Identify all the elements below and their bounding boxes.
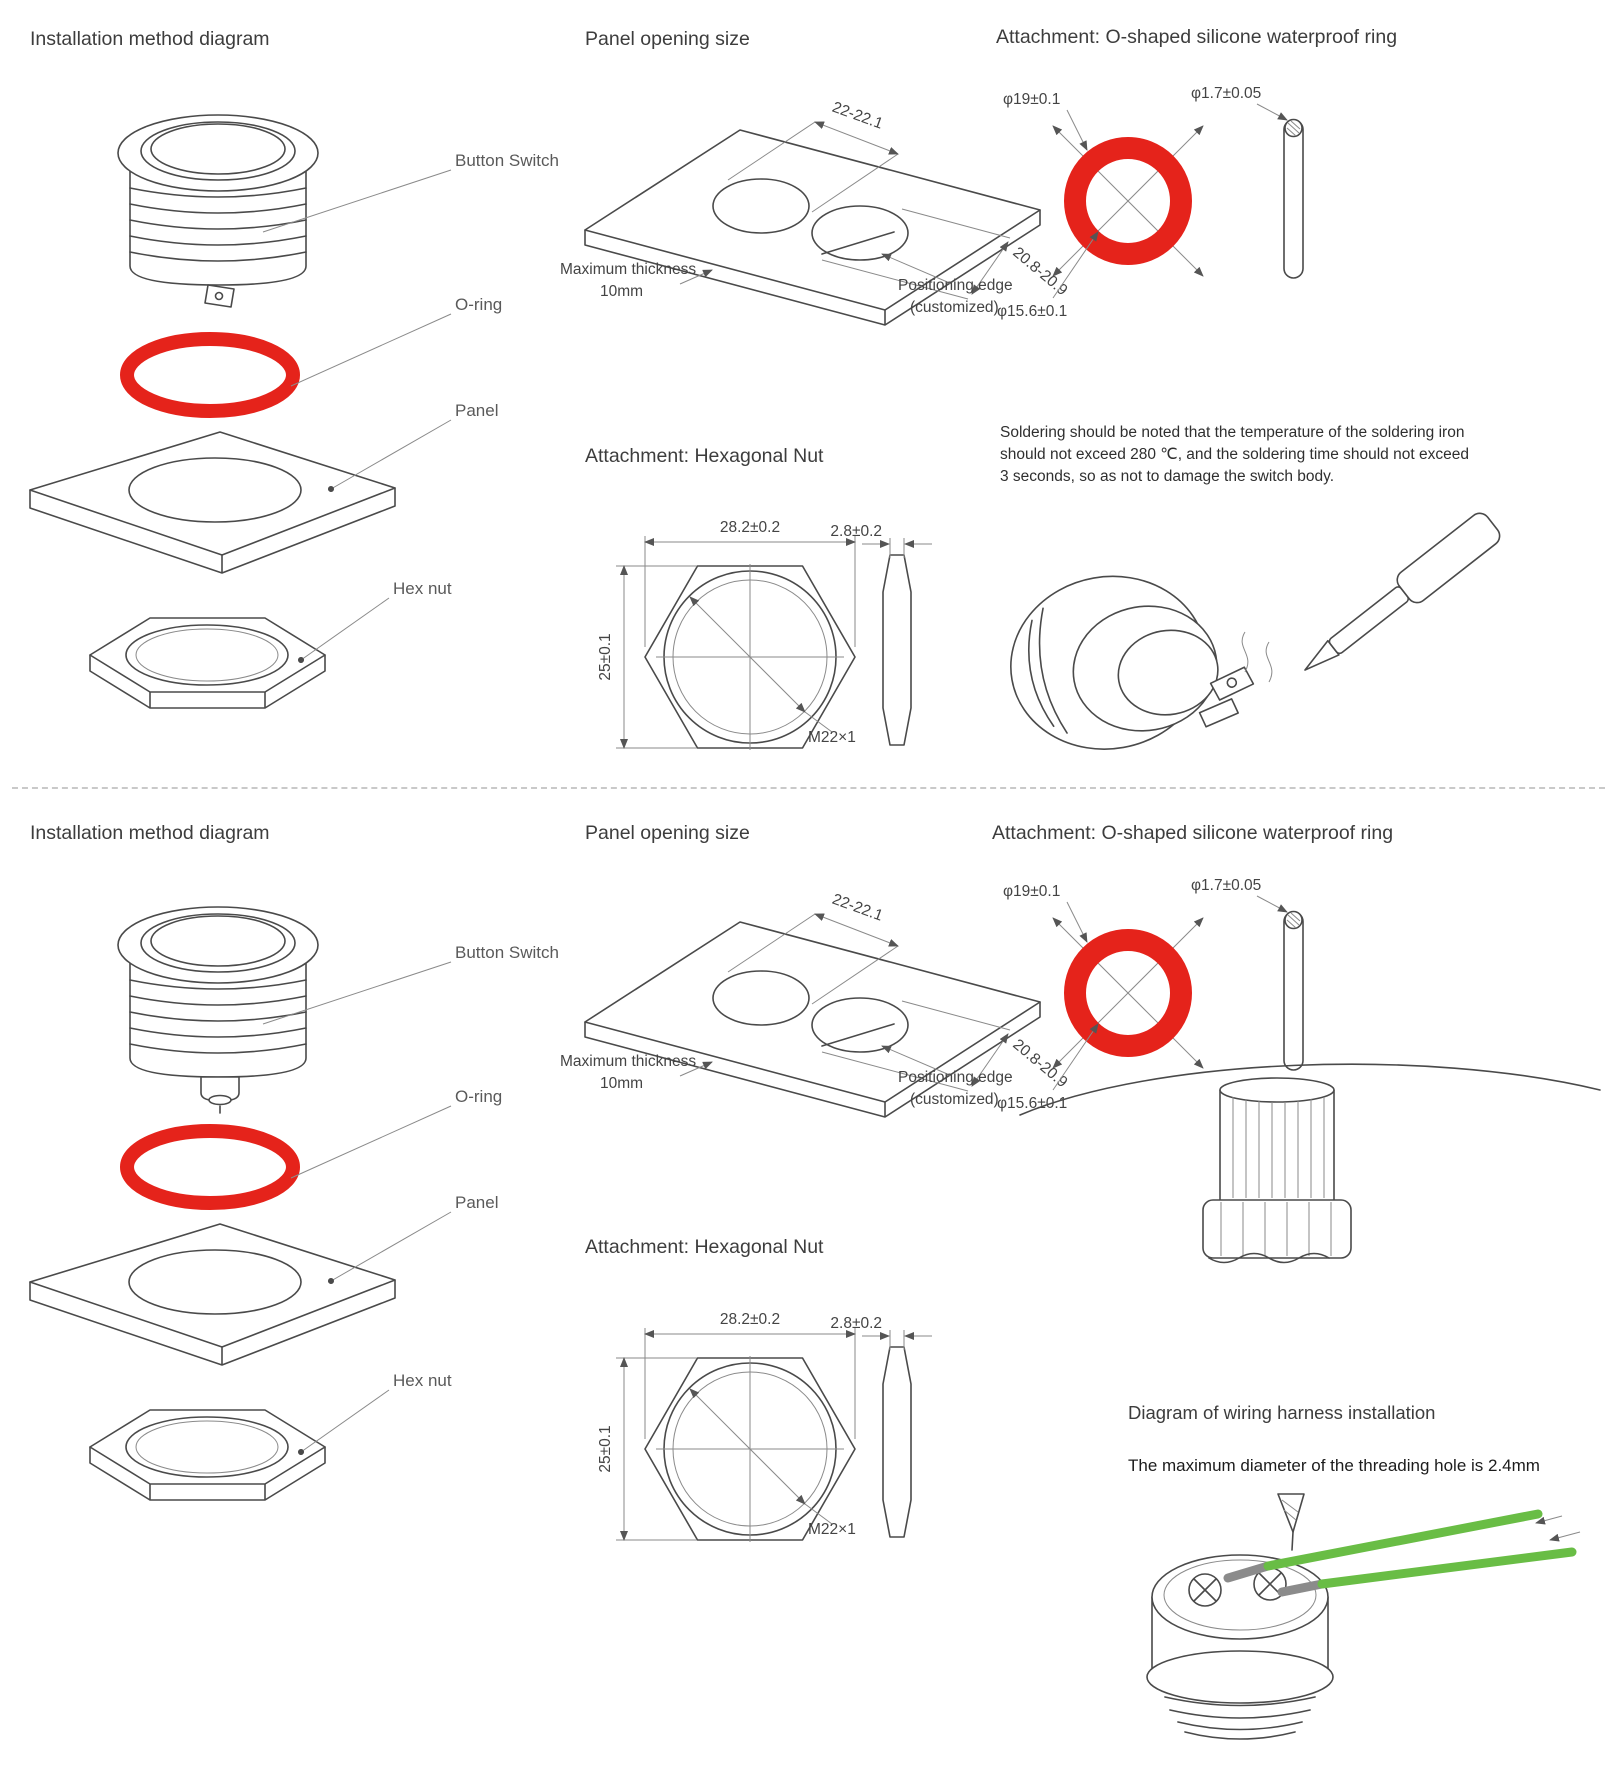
label-button-switch: Button Switch [455, 151, 559, 170]
hexnut-title-2: Attachment: Hexagonal Nut [585, 1236, 824, 1258]
panel-drawing [29, 431, 396, 574]
installation-diagram: Button Switch O-ring Panel Hex nut [29, 114, 559, 709]
hexnut-title: Attachment: Hexagonal Nut [585, 445, 824, 467]
label-positioning-edge: Positioning edge [898, 277, 1013, 294]
cable-arc [1019, 1063, 1601, 1116]
panel-opening-title-2: Panel opening size [585, 822, 750, 844]
hexnut-dimensions: 28.2±0.2 25±0.1 [597, 1311, 856, 1541]
label-max-thickness-value: 10mm [600, 1075, 643, 1092]
hexnut-side-view: 2.8±0.2 [830, 1315, 932, 1538]
dim-hexnut-width: 28.2±0.2 [720, 519, 780, 536]
panel-opening-diagram-2: 22-22.1 20.8-20.9 Maximum thickness 10mm… [560, 891, 1071, 1118]
dim-hexnut-thread: M22×1 [808, 729, 856, 746]
part-labels: Button Switch O-ring Panel Hex nut [262, 151, 559, 664]
wiring-tube-diagram [1019, 1063, 1601, 1264]
hex-nut-drawing [89, 617, 326, 709]
panel-opening-title: Panel opening size [585, 28, 750, 50]
button-switch-drawing [117, 114, 319, 308]
label-panel: Panel [455, 401, 498, 420]
red-oring-front-view [1064, 929, 1192, 1057]
oring-side-view [1283, 910, 1304, 1071]
label-o-ring: O-ring [455, 295, 502, 314]
o-ring-drawing [120, 332, 300, 418]
o-ring-drawing [120, 1124, 300, 1210]
soldered-switch-drawing [1010, 575, 1255, 750]
threading-cone-drawing [1277, 1493, 1305, 1551]
dim-oring-cross-section: φ1.7±0.05 [1191, 85, 1261, 102]
hex-nut-drawing [89, 1409, 326, 1501]
soldering-diagram [1010, 512, 1501, 750]
soldering-iron-drawing [1304, 512, 1501, 671]
label-max-thickness: Maximum thickness [560, 1053, 696, 1070]
section-divider [12, 787, 1605, 789]
switch-rear-drawing [1146, 1554, 1334, 1740]
label-max-thickness-value: 10mm [600, 283, 643, 300]
panel-opening-diagram: 22-22.1 20.8-20.9 Maximum thickness 10mm… [560, 99, 1071, 326]
label-max-thickness: Maximum thickness [560, 261, 696, 278]
dim-hexnut-width: 28.2±0.2 [720, 1311, 780, 1328]
hexnut-front-view: M22×1 [644, 1356, 856, 1542]
oring-attachment-title: Attachment: O-shaped silicone waterproof… [996, 26, 1398, 48]
oring-diagram: φ19±0.1 φ15.6±0.1 φ1.7±0.05 [997, 85, 1304, 320]
dim-oring-outer: φ19±0.1 [1003, 883, 1060, 900]
label-button-switch: Button Switch [455, 943, 559, 962]
dim-hexnut-thread: M22×1 [808, 1521, 856, 1538]
label-panel: Panel [455, 1193, 498, 1212]
green-wires-drawing [1223, 1509, 1581, 1597]
dim-hexnut-thickness: 2.8±0.2 [830, 523, 882, 540]
dim-hexnut-height: 25±0.1 [597, 633, 614, 680]
dim-oring-outer: φ19±0.1 [1003, 91, 1060, 108]
wiring-harness-diagram [1146, 1493, 1581, 1740]
dim-panel-width: 22-22.1 [830, 99, 885, 133]
label-positioning-edge: Positioning edge [898, 1069, 1013, 1086]
dim-oring-inner: φ15.6±0.1 [997, 303, 1067, 320]
smoke-line [1241, 631, 1249, 673]
label-o-ring: O-ring [455, 1087, 502, 1106]
panel-plate-drawing [584, 129, 1041, 326]
label-hex-nut: Hex nut [393, 579, 452, 598]
hexnut-front-view: M22×1 [644, 564, 856, 750]
dim-oring-cross-section: φ1.7±0.05 [1191, 877, 1261, 894]
dim-oring-inner: φ15.6±0.1 [997, 1095, 1067, 1112]
part-labels: Button Switch O-ring Panel Hex nut [262, 943, 559, 1456]
oring-attachment-title-2: Attachment: O-shaped silicone waterproof… [992, 822, 1394, 844]
red-oring-front-view [1064, 137, 1192, 265]
installation-diagram-2: Button Switch O-ring Panel Hex nut [29, 906, 559, 1501]
dim-panel-width: 22-22.1 [830, 891, 885, 925]
panel-plate-drawing [584, 921, 1041, 1118]
wiring-harness-title: Diagram of wiring harness installation [1128, 1402, 1436, 1423]
soldering-note: Soldering should be noted that the tempe… [1000, 424, 1469, 485]
hexnut-dimensions: 28.2±0.2 25±0.1 [597, 519, 856, 749]
threading-hole-note: The maximum diameter of the threading ho… [1128, 1456, 1540, 1475]
label-hex-nut: Hex nut [393, 1371, 452, 1390]
installation-title-2: Installation method diagram [30, 822, 270, 844]
oring-side-view [1283, 118, 1304, 279]
hexnut-diagram: M22×1 28.2±0.2 25±0.1 2.8±0.2 [597, 519, 932, 750]
oring-diagram-2: φ19±0.1 φ15.6±0.1 φ1.7±0.05 [997, 877, 1304, 1112]
dim-hexnut-thickness: 2.8±0.2 [830, 1315, 882, 1332]
threaded-tube-drawing [1202, 1077, 1352, 1264]
button-switch-drawing [117, 906, 319, 1114]
dim-hexnut-height: 25±0.1 [597, 1425, 614, 1472]
panel-drawing [29, 1223, 396, 1366]
smoke-line [1265, 641, 1273, 683]
label-positioning-edge-2: (customized) [910, 299, 999, 316]
hexnut-side-view: 2.8±0.2 [830, 523, 932, 746]
installation-title: Installation method diagram [30, 28, 270, 50]
label-positioning-edge-2: (customized) [910, 1091, 999, 1108]
hexnut-diagram-2: M22×1 28.2±0.2 25±0.1 2.8±0.2 [597, 1311, 932, 1542]
